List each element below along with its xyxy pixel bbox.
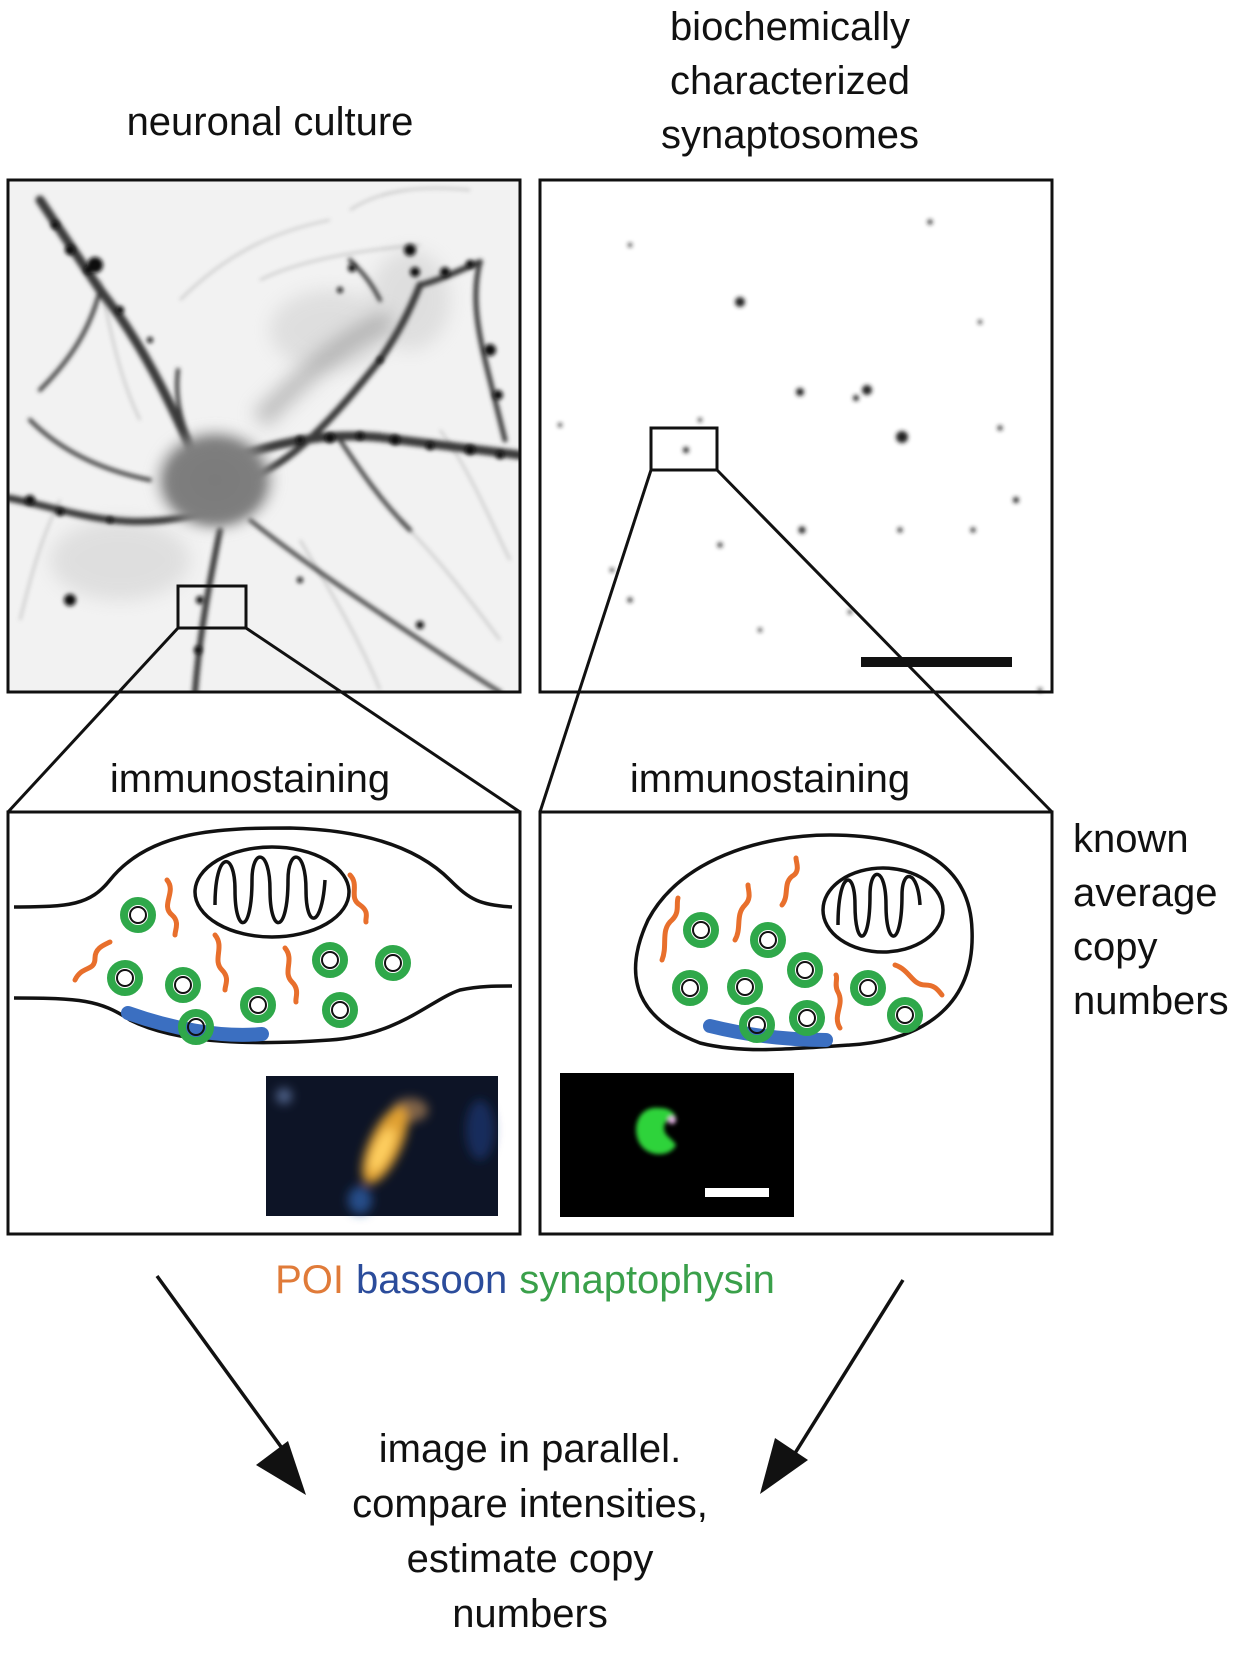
converging-arrows [155, 1274, 905, 1495]
legend-bassoon: bassoon [355, 1258, 508, 1302]
label-known-line3: copy [1073, 925, 1158, 969]
label-conclusion: image in parallel. compare intensities, … [280, 1422, 780, 1642]
label-synaptosomes-line3: synaptosomes [661, 113, 919, 157]
neuron-inset-image [266, 1076, 498, 1216]
zoom-box-neuron [176, 584, 248, 630]
synaptosome-schematic [538, 810, 1054, 1236]
conclusion-line2: compare intensities, [352, 1482, 708, 1526]
synaptosome-inset-image [560, 1073, 794, 1217]
label-known-line4: numbers [1073, 979, 1229, 1023]
arrow-right-head [760, 1438, 808, 1494]
legend-synaptophysin: synaptophysin [519, 1258, 775, 1302]
label-immunostaining-right: immunostaining [629, 757, 911, 801]
neuronal-culture-frame [6, 178, 522, 694]
label-immunostaining-left: immunostaining [109, 757, 391, 801]
conclusion-line4: numbers [452, 1592, 608, 1636]
label-known-line2: average [1073, 871, 1218, 915]
zoom-connectors [6, 468, 1054, 814]
legend-poi: POI [275, 1258, 344, 1302]
label-synaptosomes-line1: biochemically [669, 5, 911, 49]
synaptosome-frame [538, 178, 1054, 694]
neuron-synapse-schematic [6, 810, 522, 1236]
conclusion-line1: image in parallel. [378, 1427, 682, 1471]
neuronal-culture-image [8, 180, 520, 692]
label-synaptosomes-line2: characterized [669, 59, 911, 103]
label-known-line1: known [1073, 817, 1189, 861]
scale-bar-large [861, 657, 1012, 667]
conclusion-line3: estimate copy [406, 1537, 654, 1581]
label-synaptosomes: biochemically characterized synaptosomes [560, 0, 1020, 162]
label-known-copy-numbers: known average copy numbers [1073, 812, 1250, 1028]
zoom-box-synaptosome [649, 426, 719, 472]
label-neuronal-culture: neuronal culture [126, 100, 414, 144]
arrow-left-head [256, 1441, 306, 1495]
scale-bar-small [705, 1188, 769, 1197]
synaptosome-image [540, 180, 1052, 692]
